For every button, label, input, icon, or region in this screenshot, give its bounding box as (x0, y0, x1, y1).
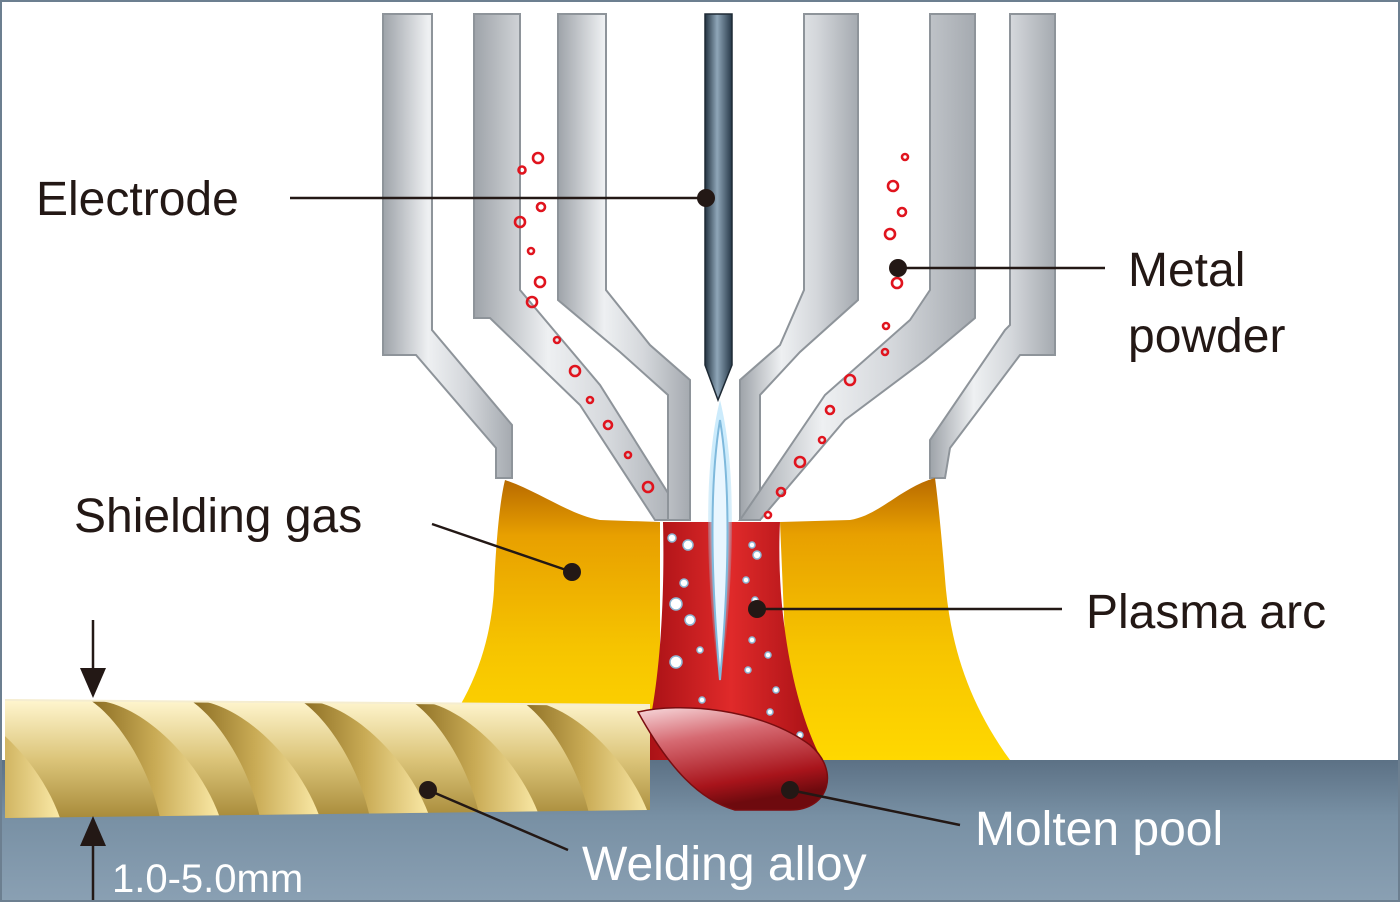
powder-particle (535, 201, 547, 213)
electrode (704, 13, 733, 403)
dot-welding-alloy (419, 781, 437, 799)
powder-particle (525, 295, 539, 309)
arrow-up-icon (80, 816, 106, 846)
labels: Electrode Metal powder Shielding gas Pla… (36, 173, 1326, 901)
dot-molten-pool (781, 781, 799, 799)
powder-particle (526, 246, 536, 256)
arc-particles (667, 533, 804, 739)
dot-plasma-arc (748, 600, 766, 618)
powder-particle (880, 347, 890, 357)
dot-shielding-gas (563, 563, 581, 581)
label-thickness: 1.0-5.0mm (112, 857, 303, 901)
leader-molten-pool (789, 788, 961, 827)
powder-particle (623, 450, 633, 460)
powder-particle (531, 151, 545, 165)
powder-particle (585, 395, 595, 405)
label-shielding-gas: Shielding gas (74, 490, 362, 543)
powder-particle (533, 275, 547, 289)
powder-particle (886, 179, 900, 193)
label-welding-alloy: Welding alloy (582, 838, 867, 891)
powder-particle (843, 373, 857, 387)
powder-particle (763, 510, 773, 520)
shielding-gas (420, 478, 1010, 760)
weld-bead (4, 699, 651, 818)
powder-particle (552, 335, 562, 345)
label-electrode: Electrode (36, 173, 239, 226)
molten-pool (636, 706, 829, 811)
powder-particle (824, 404, 836, 416)
powder-particle (817, 435, 827, 445)
leader-welding-alloy (427, 788, 569, 852)
label-metal-powder-line2: powder (1128, 310, 1285, 363)
powder-particle (568, 364, 582, 378)
thickness-dimension (80, 620, 106, 902)
plasma-arc (640, 400, 822, 760)
powder-particle (900, 152, 910, 162)
label-metal-powder-line1: Metal (1128, 244, 1245, 297)
powder-particle (602, 419, 614, 431)
powder-particle (513, 215, 527, 229)
powder-particle (896, 206, 908, 218)
arrow-down-icon (80, 668, 106, 698)
powder-particle (883, 227, 897, 241)
leader-lines (290, 189, 1105, 852)
torch-nozzle (382, 13, 1056, 521)
metal-powder-particles (513, 151, 910, 520)
powder-particle (641, 480, 655, 494)
powder-particle (890, 276, 904, 290)
dot-metal-powder (889, 259, 907, 277)
leader-shielding-gas (431, 522, 573, 574)
dot-electrode (697, 189, 715, 207)
powder-particle (775, 486, 787, 498)
powder-particle (793, 455, 807, 469)
powder-particle (517, 165, 527, 175)
label-plasma-arc: Plasma arc (1086, 586, 1326, 639)
label-molten-pool: Molten pool (975, 803, 1223, 856)
powder-particle (881, 321, 891, 331)
